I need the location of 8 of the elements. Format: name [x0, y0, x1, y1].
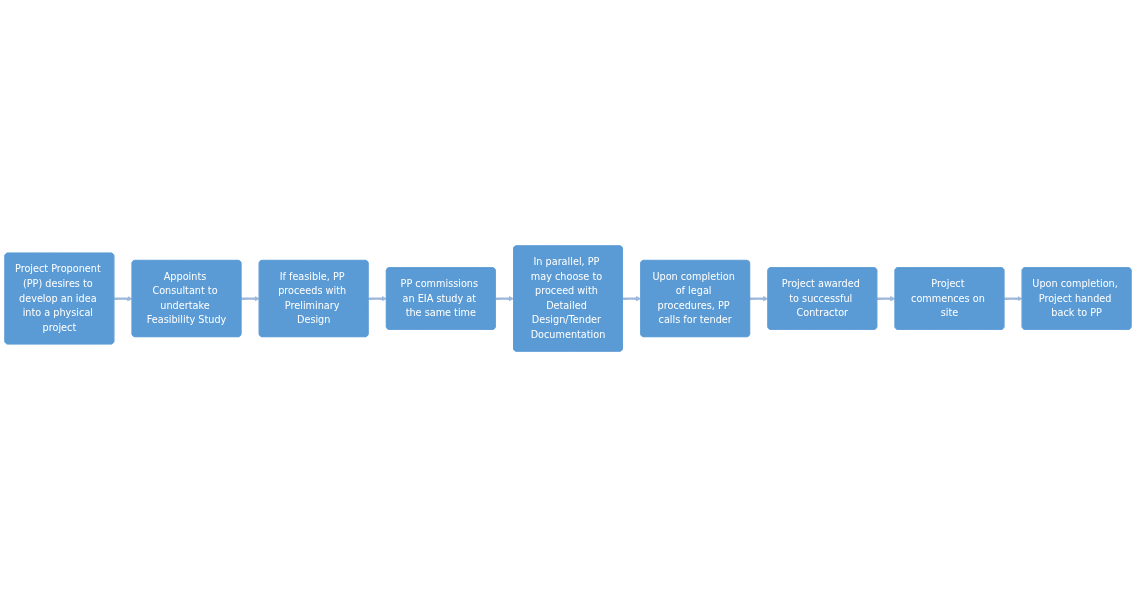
arrow — [114, 296, 133, 302]
arrow — [749, 296, 769, 302]
arrow — [877, 296, 896, 302]
arrow — [368, 296, 387, 302]
arrow — [1004, 296, 1023, 302]
arrow — [495, 296, 515, 302]
arrow — [622, 296, 642, 302]
arrow — [241, 296, 260, 302]
